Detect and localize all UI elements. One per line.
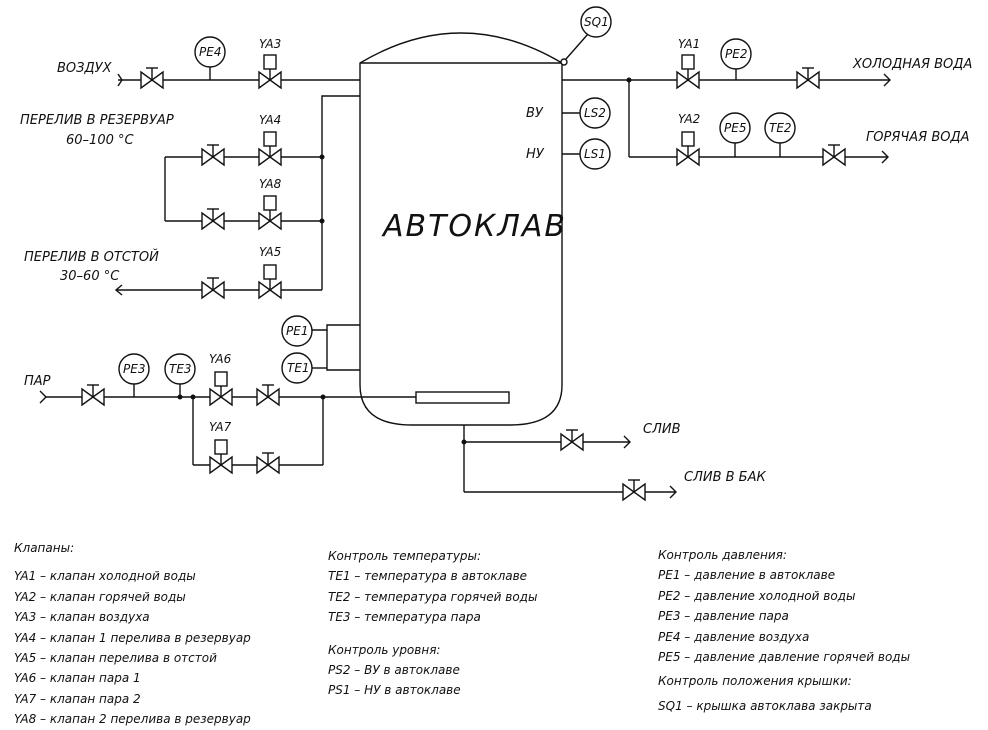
vessel-instruments: PE1 TE1: [281, 315, 360, 384]
drain-label: СЛИВ: [643, 422, 681, 437]
overflow-manual-valve-1: [201, 144, 225, 166]
pe4-instrument: PE4: [199, 45, 221, 59]
te1-instrument: TE1: [287, 361, 310, 375]
autoclave-title: АВТОКЛАВ: [381, 209, 567, 244]
valve-ya3: [258, 54, 282, 89]
settler-manual-valve: [201, 277, 225, 299]
pe2-instrument: PE2: [725, 47, 747, 61]
valve-ya7: [209, 439, 233, 474]
ya4-label: YA4: [259, 113, 281, 127]
valve-ya2: [676, 131, 700, 166]
legend-item: PE1 – давление в автоклаве: [658, 568, 836, 583]
valve-ya6: [209, 371, 233, 406]
pe1-instrument: PE1: [286, 324, 308, 338]
upper-level-label: ВУ: [526, 106, 544, 121]
legend-item: PS1 – НУ в автоклаве: [328, 683, 461, 698]
overflow-settler-temp: 30–60 °С: [60, 269, 120, 284]
valves-legend: Клапаны: YA1 – клапан холодной воды YA2 …: [14, 538, 251, 730]
sq1-instrument: SQ1: [584, 15, 609, 29]
air-pressure-sensor: PE4: [194, 36, 226, 68]
legend-item: YA1 – клапан холодной воды: [14, 569, 196, 584]
ya2-label: YA2: [678, 112, 700, 126]
lid-legend-title: Контроль положения крышки:: [658, 674, 852, 689]
ya8-label: YA8: [259, 177, 282, 191]
drain-tank-manual-valve: [622, 479, 646, 501]
te2-instrument: TE2: [769, 121, 792, 135]
legend-item: TE3 – температура пара: [328, 610, 481, 625]
legend-item: PE5 – давление давление горячей воды: [658, 650, 911, 665]
valve-ya8: [258, 195, 282, 230]
overflow-settler-label: ПЕРЕЛИВ В ОТСТОЙ: [24, 249, 159, 265]
ls1-instrument: LS1: [584, 147, 606, 161]
lid-sensor: SQ1: [560, 6, 612, 66]
pe3-instrument: PE3: [123, 362, 145, 376]
ya3-label: YA3: [259, 37, 281, 51]
hot-water-label: ГОРЯЧАЯ ВОДА: [866, 130, 970, 145]
legend-item: TE2 – температура горячей воды: [328, 589, 538, 604]
legend-item: YA5 – клапан перелива в отстой: [14, 651, 217, 666]
legend-item: YA2 – клапан горячей воды: [14, 589, 186, 604]
valves-legend-title: Клапаны:: [14, 541, 75, 555]
heater-element: [415, 391, 510, 404]
legend-item: YA8 – клапан 2 перелива в резервуар: [14, 712, 251, 727]
pe5-instrument: PE5: [724, 121, 746, 135]
overflow-reservoir-temp: 60–100 °С: [66, 133, 134, 148]
valve-ya1: [676, 54, 700, 89]
overflow-manual-valve-2: [201, 208, 225, 230]
level-sensors: LS2 LS1: [562, 97, 611, 170]
water-lines: PE2 ХОЛОДНАЯ ВОДА YA1 PE5 TE2 ГОРЯЧАЯ ВО…: [562, 37, 972, 166]
legend-item: YA3 – клапан воздуха: [14, 610, 150, 625]
cold-water-label: ХОЛОДНАЯ ВОДА: [852, 57, 972, 72]
air-line: ВОЗДУХ YA3: [57, 37, 360, 89]
steam-manual-valve: [81, 384, 105, 406]
ya5-label: YA5: [259, 245, 281, 259]
valve-ya5: [258, 264, 282, 299]
ya7-label: YA7: [209, 420, 232, 434]
drain-lines: СЛИВ СЛИВ В БАК: [461, 422, 766, 501]
overflow-lines: ПЕРЕЛИВ В РЕЗЕРВУАР 60–100 °С ПЕРЕЛИВ В …: [20, 95, 360, 299]
pressure-legend-title: Контроль давления:: [658, 548, 787, 562]
drain-manual-valve: [560, 429, 584, 451]
legend-item: YA7 – клапан пара 2: [14, 691, 141, 706]
steam-label: ПАР: [24, 374, 51, 389]
legend-item: PE2 – давление холодной воды: [658, 588, 856, 603]
temperature-legend: Контроль температуры: TE1 – температура …: [328, 546, 537, 701]
lower-level-label: НУ: [526, 147, 545, 162]
legend-item: TE1 – температура в автоклаве: [328, 569, 528, 584]
pressure-legend: Контроль давления: PE1 – давление в авто…: [658, 545, 910, 716]
steam-manual-valve-3: [256, 452, 280, 474]
legend-item: PS2 – ВУ в автоклаве: [328, 663, 460, 678]
drain-tank-label: СЛИВ В БАК: [684, 470, 766, 485]
steam-manual-valve-2: [256, 384, 280, 406]
legend-item: YA4 – клапан 1 перелива в резервуар: [14, 630, 251, 645]
temperature-legend-title: Контроль температуры:: [328, 549, 482, 563]
autoclave-vessel: АВТОКЛАВ ВУ НУ: [359, 32, 567, 426]
ya1-label: YA1: [678, 37, 700, 51]
legend-item: YA6 – клапан пара 1: [14, 671, 141, 686]
air-manual-valve: [140, 67, 164, 89]
ls2-instrument: LS2: [584, 106, 606, 120]
hot-water-manual-valve: [822, 144, 846, 166]
valve-ya4: [258, 131, 282, 166]
legend-item: SQ1 – крышка автоклава закрыта: [658, 698, 872, 713]
overflow-reservoir-label: ПЕРЕЛИВ В РЕЗЕРВУАР: [20, 113, 174, 128]
air-label: ВОЗДУХ: [57, 61, 113, 76]
cold-water-manual-valve: [796, 67, 820, 89]
level-legend-title: Контроль уровня:: [328, 642, 441, 657]
steam-line: PE3 TE3 ПАР YA6 YA7: [24, 352, 416, 474]
ya6-label: YA6: [209, 352, 232, 366]
te3-instrument: TE3: [169, 362, 192, 376]
legend-item: PE3 – давление пара: [658, 609, 789, 624]
legend-item: PE4 – давление воздуха: [658, 629, 810, 644]
